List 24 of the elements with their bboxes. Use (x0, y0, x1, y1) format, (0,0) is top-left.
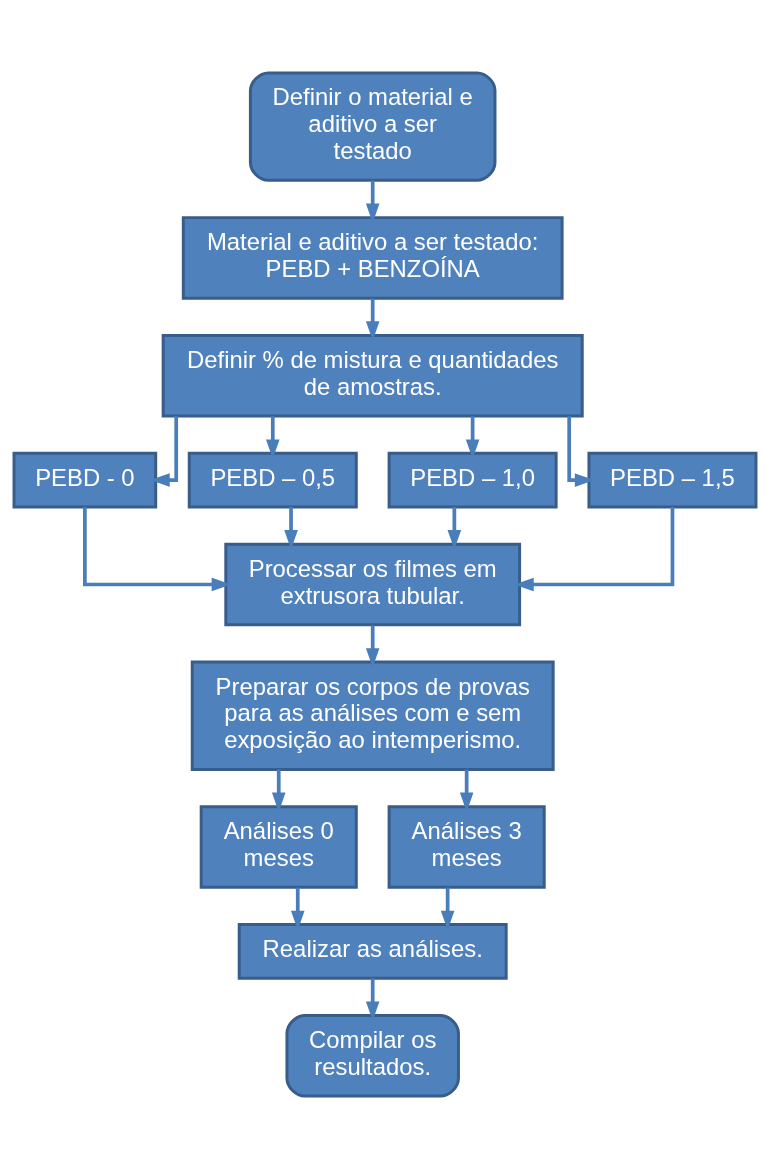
node-box: PEBD – 0,5 (187, 451, 358, 509)
arrow (150, 416, 179, 487)
node-box: PEBD – 1,5 (587, 451, 758, 509)
arrow (447, 507, 462, 550)
node-box: PEBD – 1,0 (387, 451, 558, 509)
arrow (271, 769, 286, 812)
arrow (459, 769, 474, 812)
arrow (365, 625, 380, 668)
arrow (365, 298, 380, 341)
arrow (290, 887, 305, 931)
arrow (567, 416, 595, 487)
node-box: Análises 3 meses (387, 805, 546, 889)
node-box: Preparar os corpos de provas para as análises com e sem exposição ao intemperismo. (190, 660, 555, 771)
node-box: Compilar os resultados. (285, 1014, 460, 1098)
node-box: Definir o material e aditivo a ser testado (248, 71, 497, 182)
arrow (265, 416, 280, 459)
node-box: Definir % de mistura e quantidades de amostras. (161, 333, 584, 418)
node-box: PEBD - 0 (12, 451, 158, 509)
arrow (365, 978, 380, 1021)
arrow (284, 507, 298, 550)
node-box: Análises 0 meses (199, 805, 358, 889)
node-box: Realizar as análises. (237, 923, 508, 980)
node-box: Processar os filmes em extrusora tubular. (224, 542, 522, 627)
node-box: Material e aditivo a ser testado: PEBD + BENZOÍNA (181, 216, 564, 300)
